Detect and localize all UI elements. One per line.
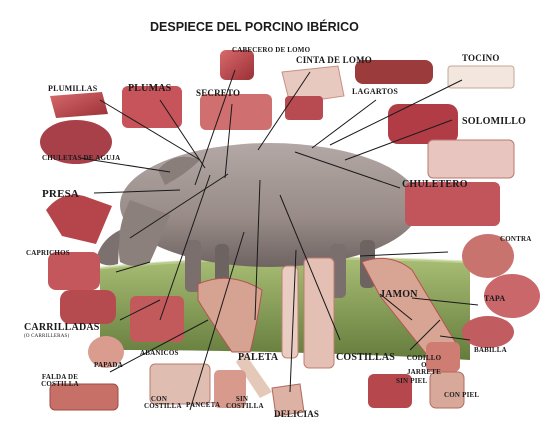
label-falda-costilla: FALDA DE COSTILLA [40,374,80,388]
page-title: DESPIECE DEL PORCINO IBÉRICO [150,20,359,34]
label-tocino: TOCINO [462,54,500,63]
label-delicias: DELICIAS [274,410,319,419]
costillas-cut-1 [282,266,298,358]
label-caprichos: CAPRICHOS [26,250,70,257]
label-babilla: BABILLA [474,347,507,354]
label-con-piel: CON PIEL [444,392,479,399]
label-cinta-lomo: CINTA DE LOMO [296,56,366,65]
label-carrilladas-main: CARRILLADAS [24,322,100,333]
label-secreto: SECRETO [196,89,240,98]
label-chuletas-aguja: CHULETAS DE AGUJA [42,155,120,162]
label-sin-costilla: SIN COSTILLA [226,396,258,410]
solomillo-cut [388,104,458,144]
chuletero-rack-cut [428,140,514,178]
label-papada: PAPADA [94,362,123,369]
secreto-cut [200,94,272,130]
plumillas-cut [50,92,108,118]
label-panceta: PANCETA [186,402,220,409]
caprichos-cut [48,252,100,290]
label-plumas: PLUMAS [128,84,171,94]
label-jamon: JAMON [380,290,418,300]
label-abanicos: ABANICOS [140,350,179,357]
label-costillas: COSTILLAS [336,353,395,363]
cabecero-lomo-cut [220,50,254,80]
label-carrilladas: CARRILLADAS (O CARRILLERAS) [24,323,100,339]
label-carrilladas-sub: (O CARRILLERAS) [24,334,100,339]
label-con-costilla: CON COSTILLA [144,396,174,410]
carrilladas-cut [60,290,116,324]
label-tapa: TAPA [484,295,505,303]
label-solomillo: SOLOMILLO [462,117,526,127]
tocino-cut [448,66,514,88]
label-codillo: CODILLO O JARRETE [404,355,444,376]
label-chuletero: CHULETERO [402,180,468,190]
label-lagartos: LAGARTOS [352,88,398,96]
con-piel-cut [430,372,464,408]
costillas-cut-2 [304,258,334,368]
abanicos-cut [130,296,184,342]
lomo-slab-cut [285,96,323,120]
label-plumillas: PLUMILLAS [48,85,97,93]
label-cabecero-lomo: CABECERO DE LOMO [232,47,276,54]
presa-cut [46,195,112,244]
babilla-cut [462,316,514,348]
label-paleta: PALETA [238,353,278,363]
label-contra: CONTRA [500,236,532,243]
label-sin-piel: SIN PIEL [396,378,427,385]
label-presa: PRESA [42,189,79,200]
